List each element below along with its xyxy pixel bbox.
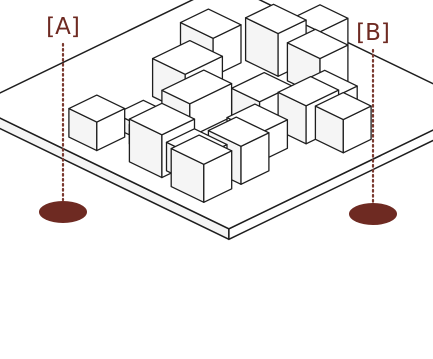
block-top-face: [151, 39, 224, 75]
block-top-face: [179, 8, 242, 39]
location-marker-b: [349, 203, 397, 225]
building-block: [170, 134, 233, 203]
block-top-face: [286, 28, 349, 60]
block-top-face: [170, 134, 233, 165]
building-block: [314, 91, 372, 154]
block-top-face: [68, 94, 126, 123]
location-marker-a: [39, 201, 87, 223]
building-block: [68, 94, 126, 152]
location-markers: [39, 201, 397, 225]
block-top-face: [207, 116, 270, 147]
label-leader-lines: [61, 42, 375, 205]
building-blocks: [68, 3, 372, 203]
block-top-face: [314, 91, 372, 121]
block-top-face: [128, 102, 196, 136]
label-b: [B]: [356, 20, 390, 46]
block-top-face: [161, 69, 233, 105]
block-top-face: [244, 3, 307, 35]
block-top-face: [277, 75, 340, 107]
label-a: [A]: [46, 14, 80, 40]
block-top-face: [230, 71, 293, 103]
